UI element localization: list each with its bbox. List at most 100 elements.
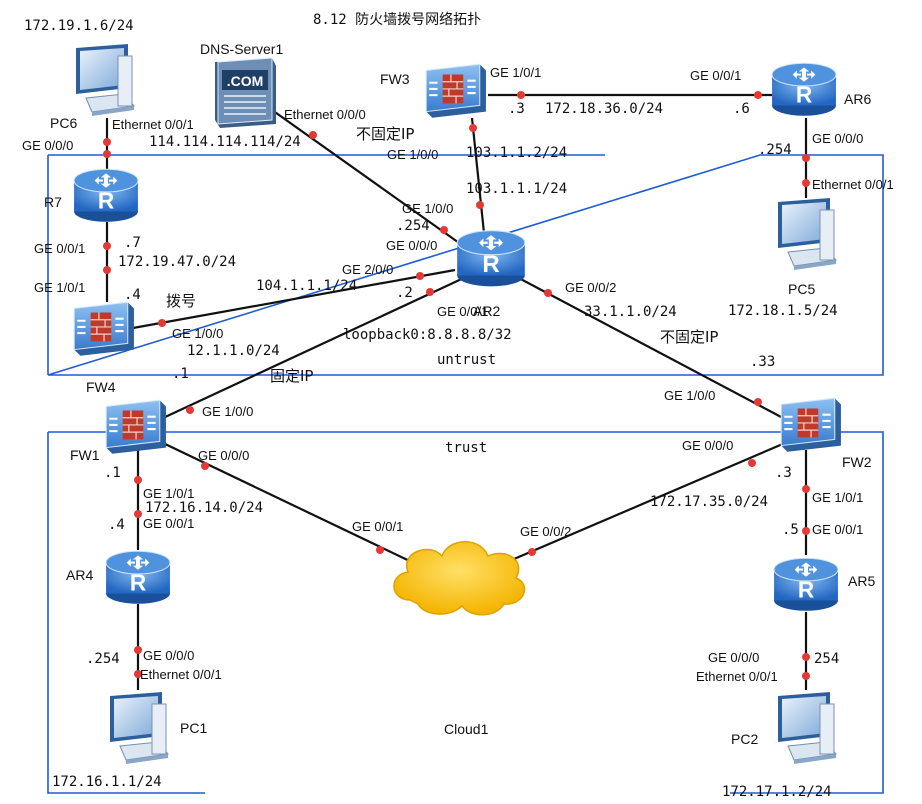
label-ar5-254: 254 — [814, 651, 839, 667]
label-cloud-ge001: GE 0/0/1 — [352, 519, 403, 534]
label-ar6-dot6: .6 — [733, 101, 750, 117]
node-label-pc2: PC2 — [731, 731, 758, 747]
label-fw1-dot1b: .1 — [104, 465, 121, 481]
port-dot — [426, 288, 434, 296]
node-label-fw1: FW1 — [70, 447, 100, 463]
port-dot — [748, 459, 756, 467]
link-ar2-fw2 — [514, 275, 784, 419]
pc2-device[interactable] — [777, 691, 837, 765]
ar5-device[interactable] — [773, 557, 839, 612]
label-ar2-ge000: GE 0/0/0 — [386, 238, 437, 253]
label-fw1-dot1a: .1 — [172, 366, 189, 382]
label-fw3-ge101: GE 1/0/1 — [490, 65, 541, 80]
label-fixed-ip: 固定IP — [270, 367, 313, 385]
label-ar2-254: .254 — [396, 218, 430, 234]
label-fw2-dot33: .33 — [750, 354, 775, 370]
port-dot — [802, 154, 810, 162]
label-r7-dot7: .7 — [124, 235, 141, 251]
label-net-104: 104.1.1.1/24 — [256, 278, 357, 294]
port-dot — [158, 319, 166, 327]
label-cloud-ge002: GE 0/0/2 — [520, 524, 571, 539]
link-cloud-fw2 — [499, 441, 786, 567]
cloud-icon[interactable] — [393, 541, 526, 616]
port-dot — [134, 476, 142, 484]
node-label-ar6: AR6 — [844, 91, 871, 107]
node-label-r7: R7 — [44, 194, 62, 210]
pc1-device[interactable] — [109, 691, 169, 765]
port-dot — [754, 91, 762, 99]
label-nonfixed-ip-2: 不固定IP — [660, 328, 718, 346]
label-r7-ge001: GE 0/0/1 — [34, 241, 85, 256]
label-dns-eth: Ethernet 0/0/0 — [284, 107, 366, 122]
fw2-device[interactable] — [780, 397, 842, 453]
label-ar2-ge100: GE 1/0/0 — [402, 201, 453, 216]
port-dot — [103, 242, 111, 250]
label-ar2-ge002: GE 0/0/2 — [565, 280, 616, 295]
label-fw3-ip: 103.1.1.2/24 — [466, 145, 567, 161]
label-fw3-dot3: .3 — [508, 101, 525, 117]
port-dot — [134, 510, 142, 518]
label-fw4-ge101: GE 1/0/1 — [34, 280, 85, 295]
label-fw2-dot3: .3 — [775, 465, 792, 481]
page-title: 8.12 防火墙拨号网络拓扑 — [313, 12, 481, 28]
node-label-pc6: PC6 — [50, 115, 77, 131]
label-fw4-ge100: GE 1/0/0 — [172, 326, 223, 341]
label-pc6-ip: 172.19.1.6/24 — [24, 18, 134, 34]
fw3-device[interactable] — [425, 63, 487, 119]
label-fw1-ge000: GE 0/0/0 — [198, 448, 249, 463]
label-fw2-ge000: GE 0/0/0 — [682, 438, 733, 453]
label-dial: 拨号 — [166, 292, 196, 310]
link-ar2-fw1 — [162, 275, 469, 419]
link-dns-ar2 — [271, 109, 463, 246]
label-fw4-dot4: .4 — [124, 287, 141, 303]
node-label-ar5: AR5 — [848, 573, 875, 589]
port-dot — [134, 646, 142, 654]
label-loopback: loopback0:8.8.8.8/32 — [343, 327, 512, 343]
label-ar4-ge000: GE 0/0/0 — [143, 648, 194, 663]
port-dot — [517, 91, 525, 99]
port-dot — [544, 289, 552, 297]
node-label-fw2: FW2 — [842, 454, 872, 470]
port-dot — [469, 124, 477, 132]
pc5-device[interactable] — [777, 197, 837, 271]
label-pc1-ip: 172.16.1.1/24 — [52, 774, 162, 790]
fw4-device[interactable] — [73, 301, 135, 357]
label-ar2-dot2: .2 — [396, 285, 413, 301]
label-net-12: 12.1.1.0/24 — [187, 343, 280, 359]
node-label-dns: DNS-Server1 — [200, 41, 283, 57]
label-nonfixed-ip-1: 不固定IP — [356, 125, 414, 143]
port-dot — [754, 398, 762, 406]
ar6-device[interactable] — [771, 62, 837, 117]
trust-zone-border — [47, 431, 884, 794]
ar4-device[interactable] — [105, 550, 171, 605]
label-ar2-ge001: GE 0/0/1 — [437, 304, 488, 319]
node-label-ar2: AR2 — [473, 303, 500, 319]
port-dot — [802, 527, 810, 535]
label-ar6-254: .254 — [758, 142, 792, 158]
dns-server-device[interactable]: .COM — [215, 57, 276, 128]
port-dot — [802, 179, 810, 187]
label-pc1-eth: Ethernet 0/0/1 — [140, 667, 222, 682]
links — [105, 93, 808, 690]
label-pc2-eth: Ethernet 0/0/1 — [696, 669, 778, 684]
link-fw3-ar2 — [470, 117, 486, 234]
label-fw1-ge101: GE 1/0/1 — [143, 486, 194, 501]
label-net-33: 33.1.1.0/24 — [584, 304, 677, 320]
port-dot — [103, 138, 111, 146]
label-ar5-ge001: GE 0/0/1 — [812, 522, 863, 537]
label-r7-ge000: GE 0/0/0 — [22, 138, 73, 153]
port-dots — [103, 91, 810, 680]
label-net-47: 172.19.47.0/24 — [118, 254, 236, 270]
label-fw2-ge101: GE 1/0/1 — [812, 490, 863, 505]
label-fw3-ge100: GE 1/0/0 — [387, 147, 438, 162]
r7-device[interactable] — [73, 168, 139, 223]
node-label-ar4: AR4 — [66, 567, 93, 583]
fw1-device[interactable] — [105, 399, 167, 455]
label-ar4-ge001: GE 0/0/1 — [143, 516, 194, 531]
port-dot — [309, 131, 317, 139]
label-ar2-ge200: GE 2/0/0 — [342, 262, 393, 277]
pc6-device[interactable] — [75, 43, 135, 117]
ar2-device[interactable] — [456, 230, 526, 287]
port-dot — [134, 670, 142, 678]
label-pc5-ip: 172.18.1.5/24 — [728, 303, 838, 319]
